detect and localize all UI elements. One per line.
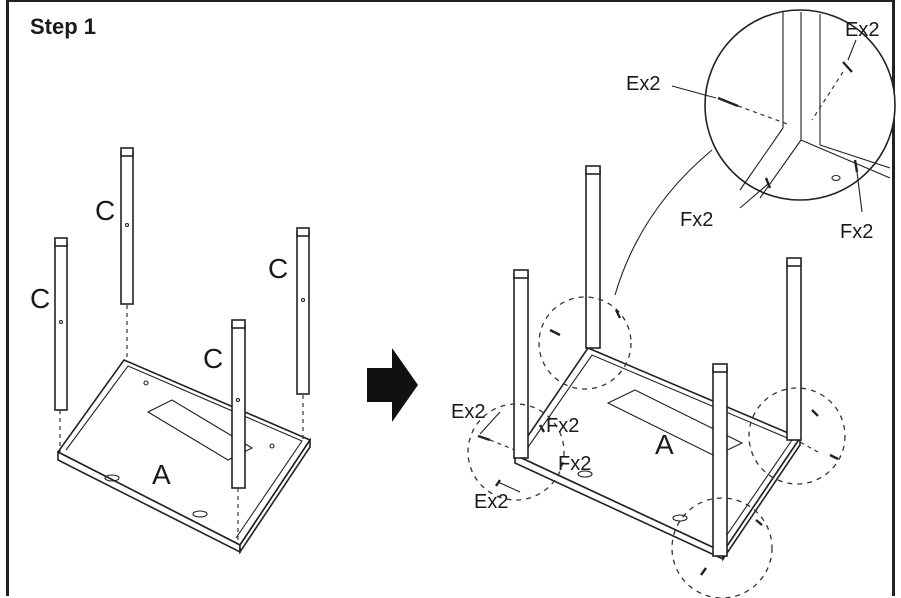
inset-connector — [614, 149, 713, 296]
screw-marks — [477, 309, 839, 576]
assembled-leg-right — [786, 257, 802, 441]
leg-label-c-4: C — [203, 343, 223, 374]
assembled-leg-left — [513, 269, 529, 459]
leg-c-front — [231, 319, 246, 489]
detail-circle-back — [538, 296, 632, 390]
leg-c-back — [120, 147, 134, 305]
arrow-right-icon — [367, 348, 418, 422]
right-illustration: Ex2 Ex2 Fx2 Fx2 Ex2 Fx2 Fx2 Ex2 A — [451, 9, 896, 598]
leg-label-c-2: C — [95, 195, 115, 226]
assembled-base-panel-a — [513, 347, 802, 562]
callout-ex2-left-top: Ex2 — [451, 401, 485, 423]
callout-fx2-inset-left: Fx2 — [680, 209, 713, 231]
leg-label-c-3: C — [268, 253, 288, 284]
base-panel-a — [56, 359, 312, 555]
callout-fx2-left-upper: Fx2 — [546, 415, 579, 437]
detail-circle-left — [467, 403, 565, 501]
callout-fx2-inset-right: Fx2 — [840, 221, 873, 243]
assembled-leg-back — [585, 165, 601, 349]
left-illustration: C C C C A — [30, 147, 312, 555]
callout-ex2-inset-left: Ex2 — [626, 73, 660, 95]
panel-label-a: A — [152, 459, 171, 490]
step-title: Step 1 — [30, 14, 97, 39]
callout-ex2-left-bottom: Ex2 — [474, 491, 508, 513]
detail-circle-right — [748, 387, 846, 485]
detail-circle-front — [671, 497, 773, 598]
leg-c-right — [296, 227, 310, 395]
leg-c-far-left — [54, 237, 68, 411]
callout-ex2-inset-top: Ex2 — [845, 19, 879, 41]
magnified-inset — [704, 9, 896, 201]
assembled-panel-label-a: A — [655, 429, 674, 460]
leg-label-c-1: C — [30, 283, 50, 314]
callout-fx2-left-lower: Fx2 — [558, 453, 591, 475]
assembled-leg-front — [712, 363, 728, 557]
